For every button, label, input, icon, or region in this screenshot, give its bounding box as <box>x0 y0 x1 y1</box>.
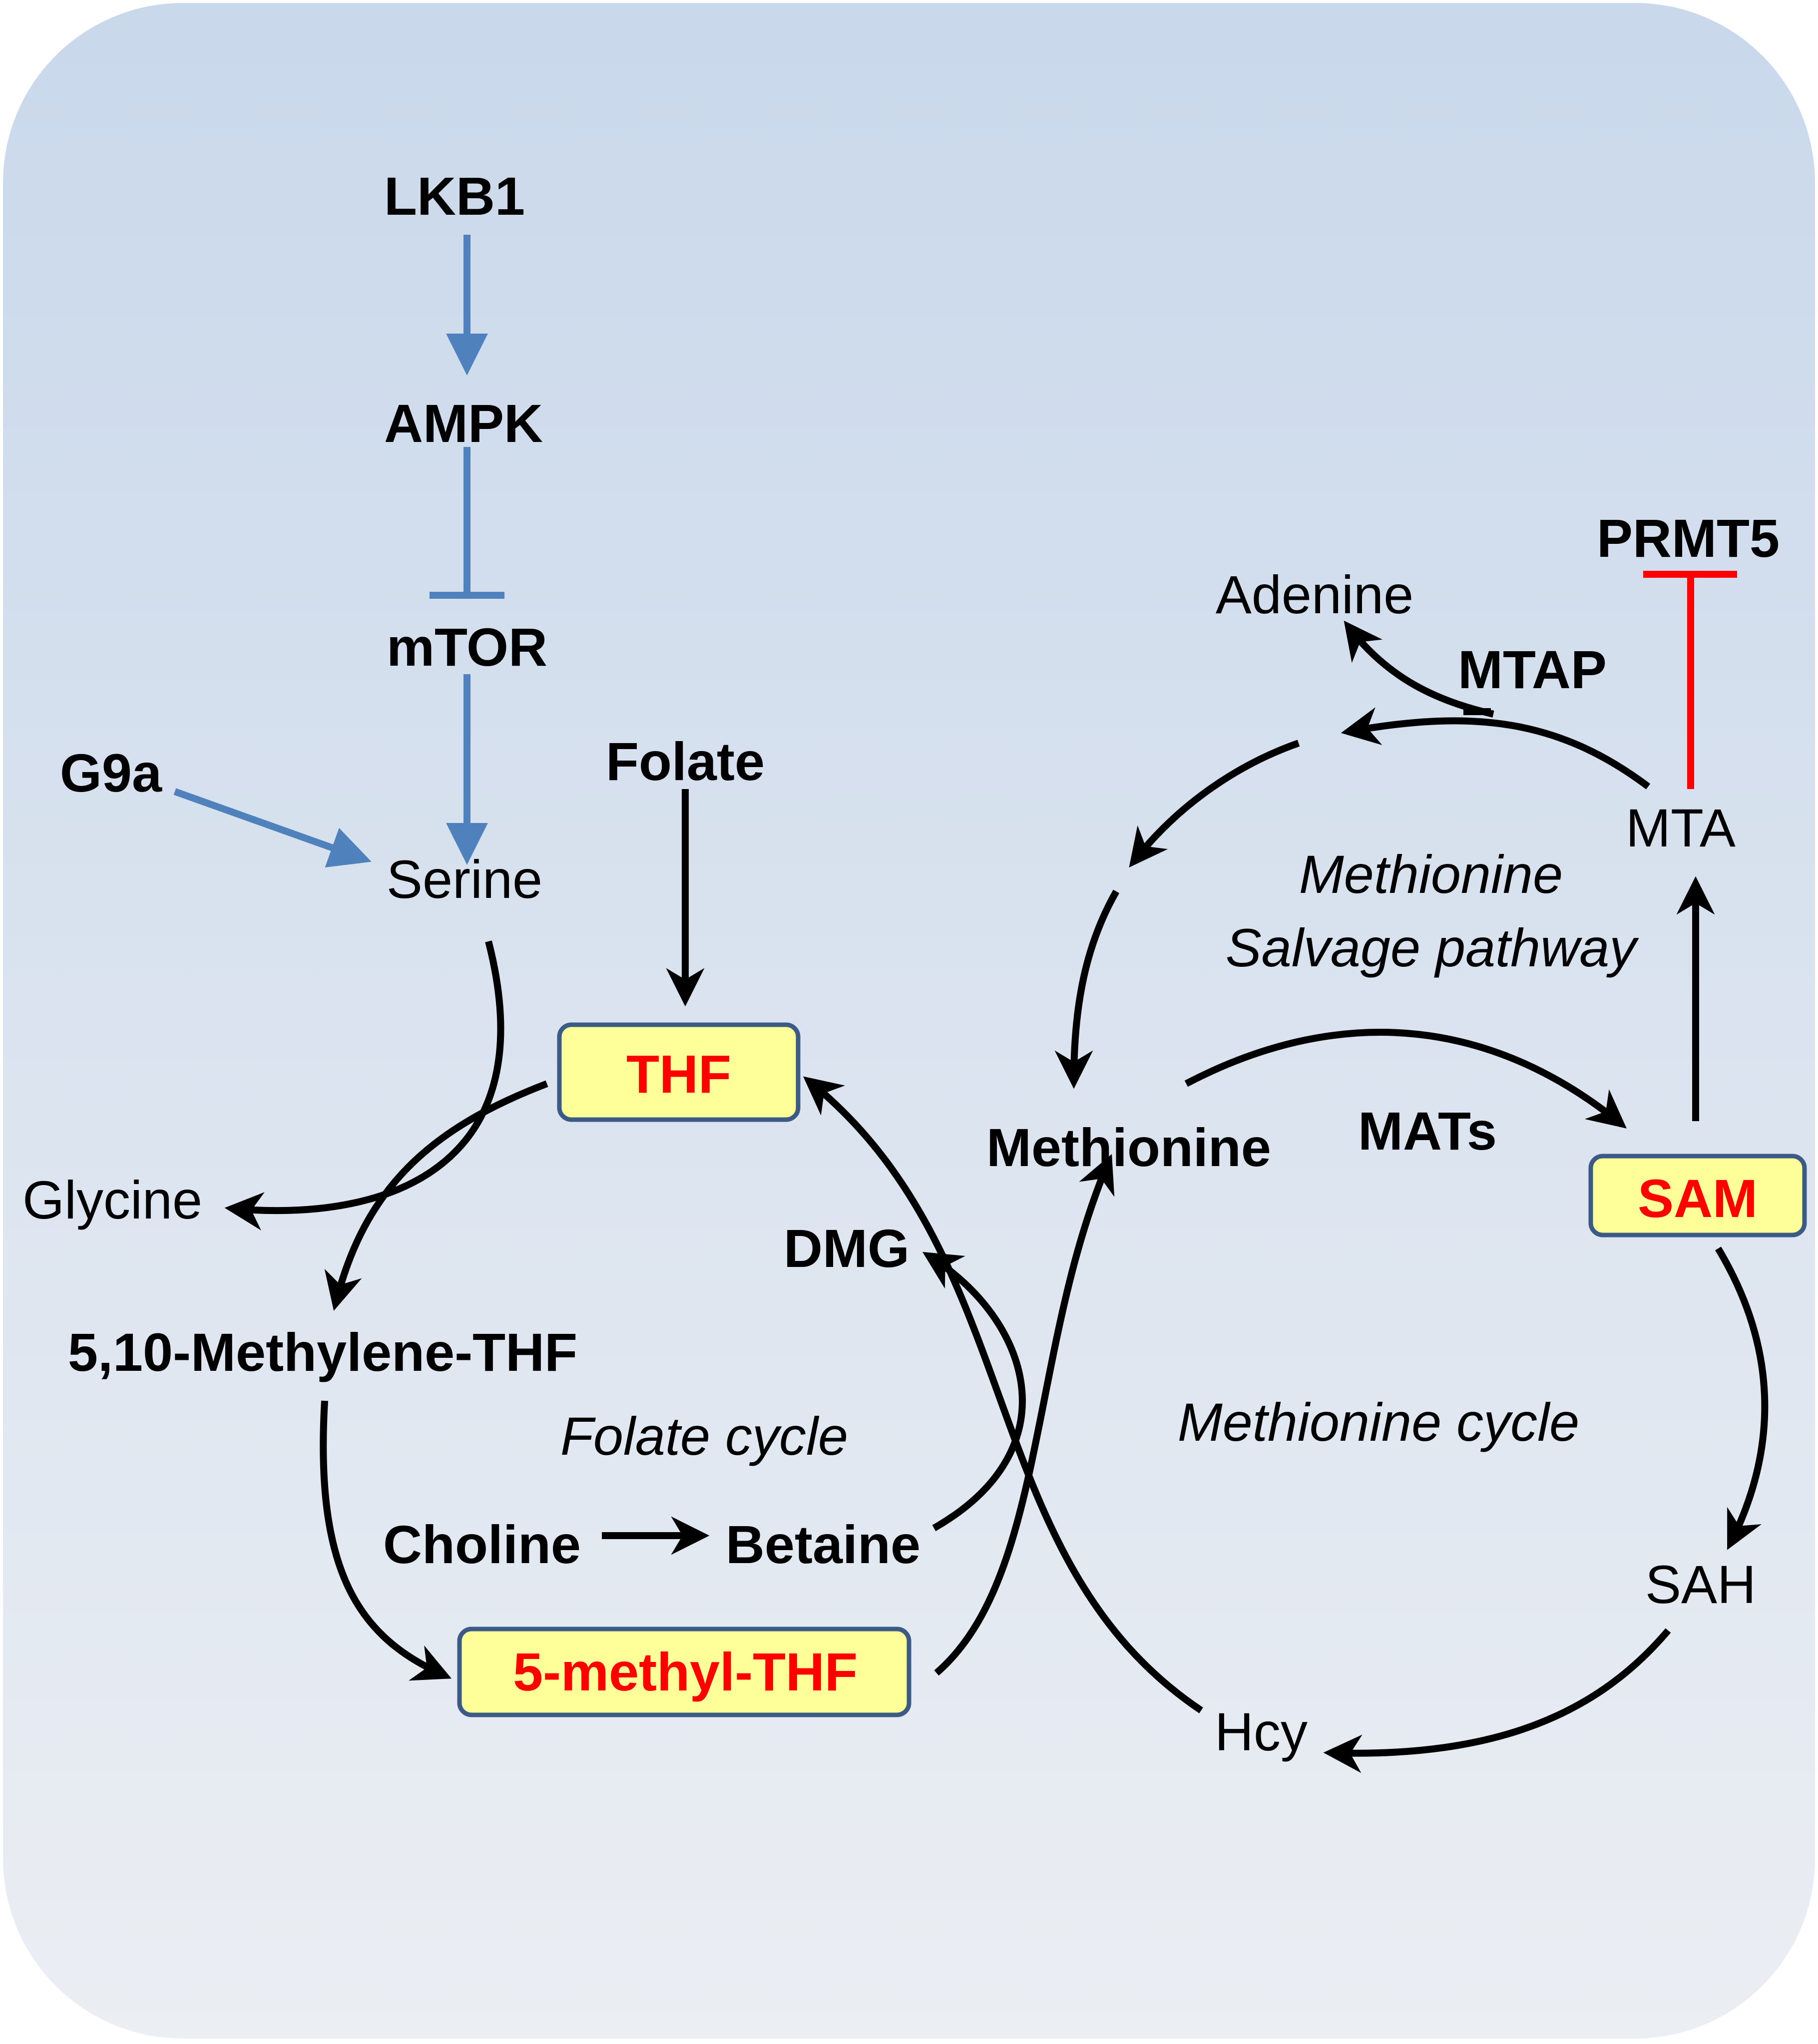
label-sah: SAH <box>1645 1554 1756 1615</box>
label-salvage-line1: Methionine <box>1299 844 1563 904</box>
label-folate: Folate <box>606 731 765 792</box>
hcy-to-thf-arrow <box>803 1076 1203 1713</box>
methionine-to-sam-arrow <box>1184 1029 1627 1129</box>
sah-to-hcy-arrow <box>1323 1628 1671 1773</box>
label-hcy: Hcy <box>1215 1701 1308 1762</box>
label-choline: Choline <box>383 1514 581 1575</box>
methyl-thf-to-methionine-arrow <box>934 1154 1115 1676</box>
label-folate-cycle: Folate cycle <box>560 1406 848 1466</box>
label-ampk: AMPK <box>384 393 543 453</box>
methylene-thf-to-methyl-thf-arrow <box>320 1400 452 1681</box>
label-thf: THF <box>626 1044 731 1104</box>
label-adenine: Adenine <box>1216 564 1413 625</box>
label-lkb1: LKB1 <box>384 166 525 226</box>
serine-to-glycine-arrow <box>224 940 504 1230</box>
label-methionine-cycle: Methionine cycle <box>1178 1392 1579 1452</box>
signaling-arrows <box>173 235 504 867</box>
prmt5-inhibition <box>1643 571 1737 789</box>
mta-to-salvage-arrow <box>1341 707 1651 790</box>
salvage-to-methionine-arrow <box>1054 889 1120 1089</box>
label-methylene-thf: 5,10-Methylene-THF <box>68 1322 577 1382</box>
sam-to-sah-arrow <box>1715 1246 1769 1550</box>
label-mats: MATs <box>1358 1101 1497 1161</box>
label-sam: SAM <box>1638 1168 1758 1228</box>
label-betaine: Betaine <box>726 1514 920 1575</box>
node-labels: LKB1 AMPK mTOR G9a Serine Folate THF Gly… <box>22 166 1780 1762</box>
label-glycine: Glycine <box>22 1170 202 1230</box>
sam-box <box>1588 1154 1807 1237</box>
methyl-thf-box <box>457 1627 911 1717</box>
thf-to-methylene-thf-arrow <box>324 1080 548 1311</box>
g9a-to-serine-arrow <box>173 788 372 867</box>
betaine-to-dmg-arrow <box>922 1251 1026 1532</box>
salvage-segment-2 <box>1129 740 1300 868</box>
label-g9a: G9a <box>60 743 162 803</box>
background-panel <box>3 3 1815 2039</box>
label-serine: Serine <box>387 849 542 909</box>
thf-box <box>557 1022 801 1122</box>
label-mtor: mTOR <box>387 617 547 677</box>
label-mtap: MTAP <box>1458 639 1607 700</box>
label-methionine: Methionine <box>986 1117 1271 1178</box>
label-salvage-line2: Salvage pathway <box>1226 917 1640 978</box>
label-dmg: DMG <box>784 1218 909 1278</box>
label-prmt5: PRMT5 <box>1597 508 1780 568</box>
label-mta: MTA <box>1626 798 1736 858</box>
reaction-arrows <box>224 620 1769 1773</box>
label-methyl-thf: 5-methyl-THF <box>513 1641 858 1702</box>
